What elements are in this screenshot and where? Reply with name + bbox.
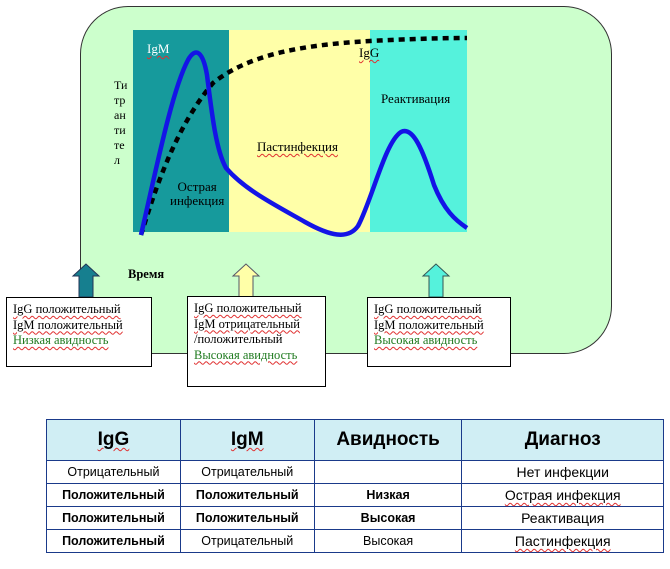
phase-reactivation-region (370, 30, 467, 232)
igg-curve-label: IgG (359, 45, 380, 60)
arrow-pastinfection (231, 263, 261, 298)
reactivation-phase-label: Реактивация (381, 91, 451, 106)
cell-igm: Отрицательный (179, 460, 315, 484)
header-igg: IgG (46, 419, 181, 461)
info-box-acute: IgG положительный IgM положительный Низк… (6, 297, 152, 367)
cell-diagnosis: Нет инфекции (461, 460, 664, 484)
cell-igm: Положительный (179, 483, 315, 507)
cell-igg: Положительный (46, 483, 181, 507)
phase-pastinfection-region (229, 30, 370, 232)
cell-avidity (313, 460, 463, 484)
cell-avidity: Высокая (313, 529, 463, 553)
info-box-reactivation: IgG положительный IgM положительный Высо… (367, 297, 511, 367)
igg-curve (138, 35, 468, 236)
acute-infection-label: Острая инфекция (170, 179, 225, 208)
info-box-pastinfection: IgG положительный IgM отрицательный /пол… (187, 296, 326, 387)
table-row: Отрицательный Отрицательный Нет инфекции (46, 460, 664, 484)
cell-igg: Положительный (46, 506, 181, 530)
diagnosis-table: IgG IgM Авидность Диагноз Отрицательный … (46, 419, 664, 553)
table-row: Положительный Положительный Высокая Реак… (46, 506, 664, 530)
igm-phase-label: IgM (147, 41, 170, 56)
arrow-reactivation (421, 263, 451, 298)
cell-avidity: Низкая (313, 483, 463, 507)
table-row: Положительный Положительный Низкая Остра… (46, 483, 664, 507)
cell-diagnosis: Реактивация (461, 506, 664, 530)
y-axis-title: Ти тр ан ти те л (114, 78, 128, 167)
cell-igm: Положительный (179, 506, 315, 530)
cell-avidity: Высокая (313, 506, 463, 530)
pastinfection-phase-label: Пастинфекция (257, 139, 338, 154)
table-header-row: IgG IgM Авидность Диагноз (46, 419, 664, 461)
cell-diagnosis: Острая инфекция (461, 483, 664, 507)
table-row: Положительный Отрицательный Высокая Паст… (46, 529, 664, 553)
cell-igg: Отрицательный (46, 460, 181, 484)
header-diagnosis: Диагноз (461, 419, 664, 461)
arrow-acute (71, 263, 101, 298)
header-avidity: Авидность (313, 419, 463, 461)
cell-igm: Отрицательный (179, 529, 315, 553)
igm-curve (138, 50, 469, 237)
header-igm: IgM (179, 419, 315, 461)
cell-igg: Положительный (46, 529, 181, 553)
cell-diagnosis: Пастинфекция (461, 529, 664, 553)
x-axis-title: Время (128, 267, 165, 281)
